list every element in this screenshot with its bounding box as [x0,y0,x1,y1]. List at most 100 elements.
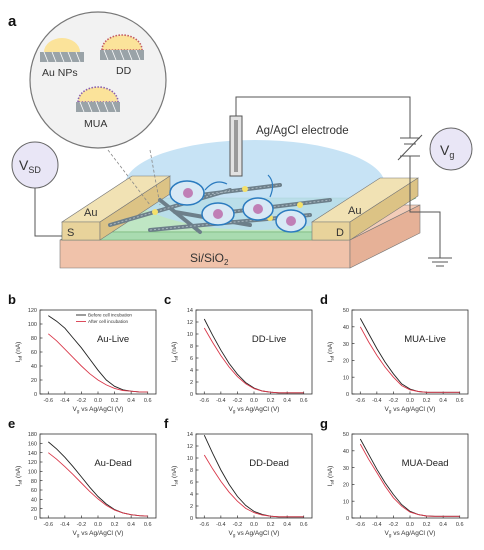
y-tick-label: 0 [190,392,193,398]
y-tick-label: 6 [190,480,193,486]
drain-electrode-side [349,177,419,241]
x-tick-label: 0.2 [423,398,431,404]
y-tick-label: 40 [31,498,37,504]
x-tick-label: 0.0 [250,522,258,528]
panel-letter-d: d [320,292,328,307]
x-tick-label: -0.4 [60,522,69,528]
y-tick-label: 14 [187,308,193,314]
x-axis-label: Vg vs Ag/AgCl (V) [385,530,436,538]
inset-dd [100,34,144,61]
y-axis-label: Isd (nA) [15,342,23,363]
substrate-subscript: 2 [224,258,229,267]
chart-title: Au-Live [97,334,129,345]
y-tick-label: 80 [31,479,37,485]
x-tick-label: -0.4 [372,522,381,528]
x-tick-label: 0.2 [111,522,119,528]
series-line-after [359,443,460,517]
vg-label: Vg [440,142,454,160]
x-tick-label: -0.6 [356,522,365,528]
y-tick-label: 4 [190,368,193,374]
y-tick-label: 120 [28,460,37,466]
y-tick-label: 4 [190,492,193,498]
y-tick-label: 2 [190,504,193,510]
panel-letter-a: a [8,13,17,30]
legend-label: After cell incubation [88,319,129,324]
source-au-label: Au [84,207,97,219]
y-tick-label: 100 [28,322,37,328]
y-tick-label: 8 [190,468,193,474]
x-tick-label: -0.2 [389,398,398,404]
y-tick-label: 40 [31,364,37,370]
drain-electrode-front [311,221,351,241]
plot-frame [39,433,157,519]
y-tick-label: 10 [343,375,349,381]
panel-letter-e: e [8,416,16,431]
x-tick-label: 0.4 [127,522,135,528]
substrate-text: Si/SiO [190,251,224,265]
y-tick-label: 30 [343,342,349,348]
series-line-after [203,454,304,518]
y-tick-label: 60 [31,350,37,356]
x-tick-label: 0.0 [250,398,258,404]
series-line-before [359,438,460,517]
legend-label: Before cell incubation [88,313,132,318]
y-tick-label: 80 [31,336,37,342]
x-tick-label: 0.4 [127,398,135,404]
x-tick-label: 0.6 [300,398,308,404]
y-tick-label: 20 [343,359,349,365]
y-tick-label: 120 [28,308,37,314]
x-tick-label: 0.4 [283,398,291,404]
electrode-label: Ag/AgCl electrode [256,125,349,137]
inset-mua-label: MUA [84,118,107,130]
zoom-line-1 [107,149,151,206]
y-axis-label: Isd (nA) [327,342,335,363]
y-tick-label: 10 [187,456,193,462]
y-tick-label: 0 [190,516,193,522]
x-axis-label: Vg vs Ag/AgCl (V) [385,406,436,414]
y-tick-label: 0 [346,392,349,398]
x-axis-label: Vg vs Ag/AgCl (V) [229,530,280,538]
x-tick-label: -0.2 [77,398,86,404]
y-tick-label: 40 [343,325,349,331]
y-tick-label: 20 [31,378,37,384]
x-tick-label: -0.4 [216,522,225,528]
y-tick-label: 12 [187,320,193,326]
vsd-subscript: SD [28,165,41,175]
x-axis-label: Vg vs Ag/AgCl (V) [73,530,124,538]
series-line-after [203,327,304,394]
y-tick-label: 140 [28,451,37,457]
y-tick-label: 40 [343,449,349,455]
y-tick-label: 12 [187,444,193,450]
x-tick-label: -0.2 [77,522,86,528]
x-tick-label: 0.2 [267,522,275,528]
chart-title: MUA-Dead [402,458,449,469]
x-tick-label: 0.0 [406,522,414,528]
y-tick-label: 0 [34,392,37,398]
x-tick-label: -0.6 [200,522,209,528]
x-tick-label: -0.6 [44,522,53,528]
source-label: S [67,227,74,239]
x-tick-label: -0.4 [216,398,225,404]
vg-text: V [440,142,450,158]
inset-dd-label: DD [116,65,132,77]
y-tick-label: 20 [343,483,349,489]
series-line-after [48,333,148,393]
panel-letter-b: b [8,292,16,307]
x-tick-label: 0.4 [439,398,447,404]
panel-letter-c: c [164,292,172,307]
x-tick-label: 0.2 [267,398,275,404]
drain-label: D [336,227,344,239]
vsd-label: VSD [19,157,41,175]
y-tick-label: 50 [343,308,349,314]
series-line-before [48,441,148,517]
y-axis-label: Isd (nA) [171,466,179,487]
